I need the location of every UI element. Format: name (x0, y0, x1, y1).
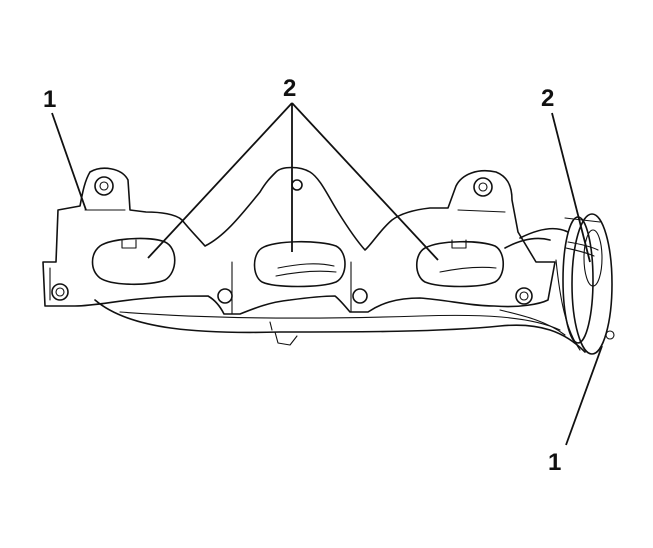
leader-line-2-to-right-port (291, 102, 439, 261)
callout-left-gasket: 1 (43, 86, 56, 113)
callout-center-ports: 2 (283, 75, 296, 102)
bolt-hole-top-right (473, 177, 493, 197)
manifold-flange-gasket (42, 166, 556, 331)
exhaust-ports (91, 237, 505, 288)
callout-right-gasket: 1 (548, 449, 561, 476)
outlet-flange (555, 213, 615, 355)
bolt-hole-top-left (94, 176, 114, 196)
bolt-hole-bottom-center-right (352, 288, 368, 304)
manifold-body (94, 227, 586, 353)
bolt-hole-top-center (291, 179, 303, 191)
leader-line-1-right (565, 345, 603, 446)
bolt-hole-bottom-center-left (217, 288, 233, 304)
exhaust-port-right (415, 239, 505, 288)
callout-right-outlet: 2 (541, 85, 554, 112)
leader-lines (51, 102, 603, 446)
bolt-hole-bottom-left (51, 283, 69, 301)
bolt-hole-bottom-right (515, 287, 533, 305)
leader-line-2-to-left-port (147, 102, 293, 259)
exhaust-port-left (91, 237, 176, 286)
callout-labels: 1 2 2 1 (43, 75, 561, 476)
leader-line-1-left (51, 112, 87, 211)
exhaust-port-center (253, 240, 346, 288)
mounting-holes (51, 176, 533, 305)
leader-line-2-right (551, 112, 591, 263)
